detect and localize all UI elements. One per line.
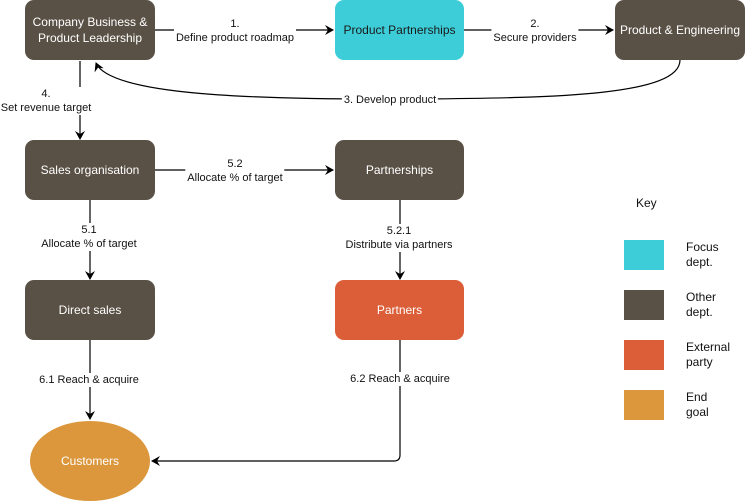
- edge-label-text: 6.2 Reach & acquire: [350, 373, 450, 385]
- edge-label-number: 5.1: [81, 224, 97, 236]
- edge-label-define-roadmap: 1. Define product roadmap: [173, 17, 297, 45]
- edge-label-secure-providers: 2. Secure providers: [491, 17, 579, 45]
- node-sales-organisation[interactable]: Sales organisation: [25, 140, 155, 200]
- node-partners[interactable]: Partners: [335, 280, 464, 340]
- edge-label-text: Set revenue target: [0, 102, 92, 114]
- edge-label-text: Define product roadmap: [175, 32, 295, 44]
- edge-label-number: 4.: [41, 88, 51, 100]
- key-label-goal: End goal: [686, 390, 709, 420]
- node-customers[interactable]: Customers: [30, 421, 150, 501]
- edge-label-number: 1.: [230, 18, 240, 30]
- edge-label-set-revenue-target: 4. Set revenue target: [0, 87, 94, 115]
- node-product-engineering[interactable]: Product & Engineering: [615, 0, 745, 60]
- node-company-leadership[interactable]: Company Business & Product Leadership: [25, 0, 155, 60]
- node-partnerships[interactable]: Partnerships: [335, 140, 464, 200]
- edge-label-reach-direct: 6.1 Reach & acquire: [37, 373, 141, 387]
- key-label-line: dept.: [686, 305, 713, 319]
- node-label: Company Business & Product Leadership: [32, 15, 148, 45]
- key-label-line: party: [686, 355, 713, 369]
- edge-label-text: 6.1 Reach & acquire: [39, 374, 139, 386]
- key-label-other: Other dept.: [686, 290, 716, 320]
- node-label: Partnerships: [365, 163, 434, 177]
- key-swatch-external: [624, 340, 664, 370]
- key-label-line: goal: [686, 405, 709, 419]
- edge-label-distribute-partners: 5.2.1 Distribute via partners: [343, 224, 455, 252]
- key-title: Key: [636, 196, 657, 210]
- node-product-partnerships[interactable]: Product Partnerships: [335, 0, 464, 60]
- edge-label-allocate-direct: 5.1 Allocate % of target: [39, 223, 139, 251]
- node-label: Partners: [376, 303, 423, 317]
- node-label: Sales organisation: [40, 163, 140, 177]
- edge-label-reach-partners: 6.2 Reach & acquire: [348, 372, 452, 386]
- edge-label-number: 5.2: [227, 158, 243, 170]
- node-label: Customers: [60, 454, 119, 468]
- edge-label-number: 2.: [530, 18, 540, 30]
- node-label: Product Partnerships: [343, 23, 456, 37]
- edge-label-develop-product: 3. Develop product: [341, 93, 439, 107]
- key-label-line: End: [686, 390, 708, 404]
- node-label: Product & Engineering: [619, 23, 741, 37]
- key-swatch-goal: [624, 390, 664, 420]
- key-label-line: Focus: [686, 240, 719, 254]
- key-swatch-focus: [624, 240, 664, 270]
- key-label-focus: Focus dept.: [686, 240, 719, 270]
- node-direct-sales[interactable]: Direct sales: [25, 280, 155, 340]
- edge-label-text: Secure providers: [493, 32, 577, 44]
- key-label-line: External: [686, 340, 731, 354]
- edge-label-number: 5.2.1: [386, 225, 412, 237]
- node-label: Direct sales: [58, 303, 122, 317]
- edge-label-text: Distribute via partners: [345, 239, 453, 251]
- key-label-line: dept.: [686, 255, 713, 269]
- edge-label-text: 3. Develop product: [343, 94, 437, 106]
- edge-reach-partners: [151, 340, 401, 466]
- edge-label-allocate-partnerships: 5.2 Allocate % of target: [185, 157, 285, 185]
- key-label-line: Other: [686, 290, 717, 304]
- key-label-external: External party: [686, 340, 730, 370]
- edge-label-text: Allocate % of target: [187, 172, 283, 184]
- edge-label-text: Allocate % of target: [41, 238, 137, 250]
- key-swatch-other: [624, 290, 664, 320]
